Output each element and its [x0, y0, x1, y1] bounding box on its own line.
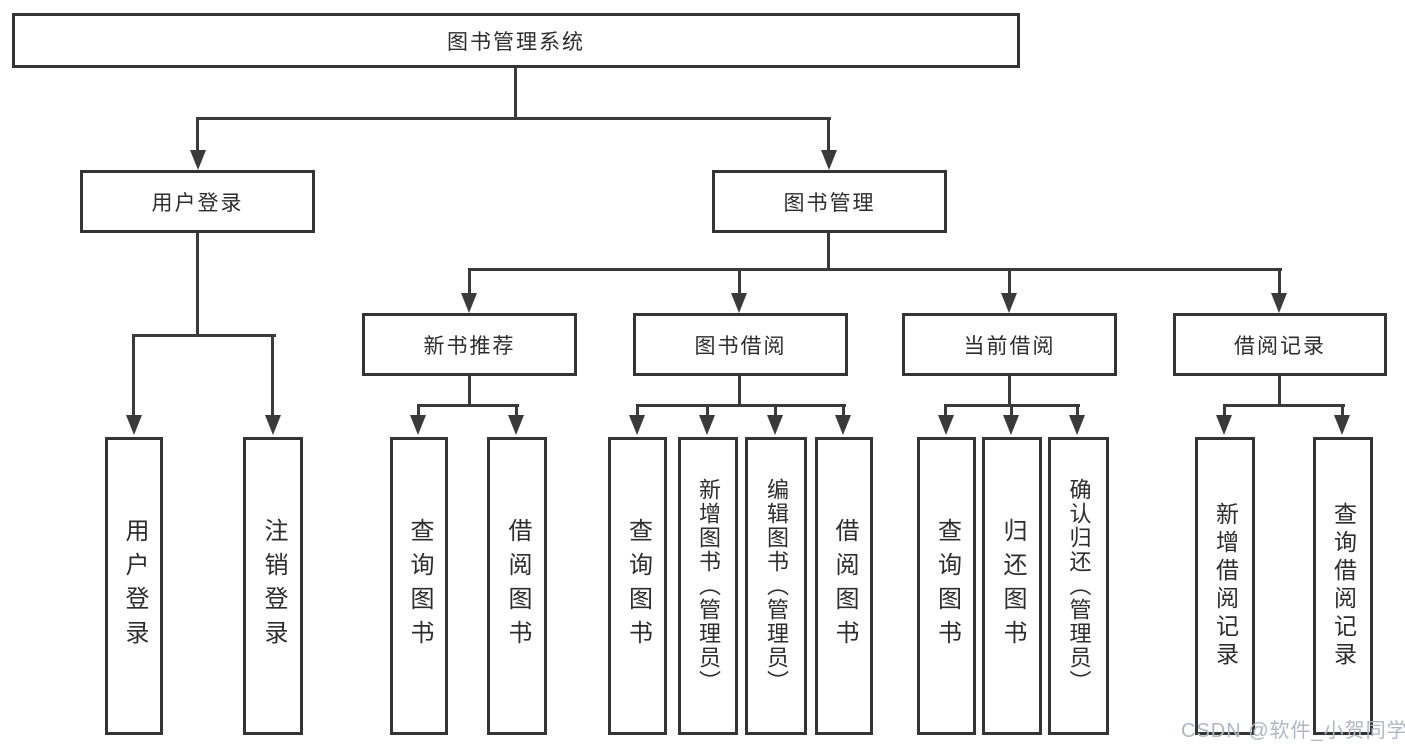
connector-line: [515, 404, 518, 416]
node-user-login-label: 用户登录: [151, 191, 244, 215]
leaf-borrow-borrow-books-label: 借阅图书: [831, 518, 858, 654]
connector-line: [1223, 404, 1226, 416]
leaf-newbook-query-books: 查询图书: [390, 437, 448, 735]
leaf-user-login-label: 用户登录: [121, 518, 148, 654]
leaf-logout-label: 注销登录: [260, 518, 287, 654]
leaf-newbook-borrow-books: 借阅图书: [487, 437, 547, 735]
connector-line: [196, 117, 199, 151]
connector-line: [417, 404, 420, 416]
node-user-login: 用户登录: [80, 170, 315, 233]
connector-line: [1223, 404, 1345, 407]
connector-line: [196, 233, 199, 336]
connector-arrow-icon: [461, 293, 477, 313]
leaf-borrow-add-books-admin-label: 新增图书（管理员）: [696, 478, 721, 694]
leaf-current-return-books-label: 归还图书: [999, 518, 1026, 654]
connector-line: [842, 404, 845, 416]
connector-line: [1076, 404, 1079, 416]
node-book-borrow: 图书借阅: [633, 313, 848, 376]
leaf-records-add-borrow-record: 新增借阅记录: [1195, 437, 1255, 735]
leaf-records-add-borrow-record-label: 新增借阅记录: [1212, 502, 1239, 670]
connector-line: [1341, 404, 1344, 416]
connector-line: [417, 404, 519, 407]
connector-arrow-icon: [699, 415, 715, 435]
connector-arrow-icon: [835, 415, 851, 435]
node-borrow-records: 借阅记录: [1173, 313, 1387, 376]
leaf-records-query-borrow-record: 查询借阅记录: [1313, 437, 1373, 735]
leaf-borrow-borrow-books: 借阅图书: [815, 437, 873, 735]
leaf-records-query-borrow-record-label: 查询借阅记录: [1330, 502, 1357, 670]
connector-line: [1008, 376, 1011, 406]
node-book-borrow-label: 图书借阅: [694, 334, 787, 358]
connector-arrow-icon: [767, 415, 783, 435]
connector-line: [1010, 404, 1013, 416]
connector-line: [738, 268, 741, 295]
connector-line: [1008, 268, 1011, 295]
node-book-management: 图书管理: [712, 170, 947, 233]
connector-arrow-icon: [629, 415, 645, 435]
connector-line: [468, 268, 1282, 271]
connector-arrow-icon: [938, 415, 954, 435]
node-new-book-recommend-label: 新书推荐: [423, 334, 516, 358]
leaf-current-confirm-return-admin: 确认归还（管理员）: [1048, 437, 1109, 735]
leaf-borrow-query-books: 查询图书: [608, 437, 667, 735]
connector-line: [196, 117, 831, 120]
connector-line: [706, 404, 709, 416]
csdn-watermark: CSDN @软件_小贺同学: [1181, 720, 1405, 742]
leaf-current-confirm-return-admin-label: 确认归还（管理员）: [1066, 478, 1092, 694]
connector-arrow-icon: [265, 415, 281, 435]
connector-line: [132, 334, 276, 337]
connector-line: [636, 404, 846, 407]
node-root: 图书管理系统: [12, 13, 1020, 68]
connector-line: [827, 117, 830, 151]
connector-arrow-icon: [1334, 415, 1350, 435]
connector-arrow-icon: [508, 415, 524, 435]
leaf-current-return-books: 归还图书: [982, 437, 1042, 735]
leaf-borrow-add-books-admin: 新增图书（管理员）: [678, 437, 738, 735]
connector-arrow-icon: [1271, 293, 1287, 313]
connector-arrow-icon: [731, 293, 747, 313]
connector-line: [468, 268, 471, 295]
node-borrow-records-label: 借阅记录: [1234, 334, 1326, 358]
leaf-newbook-borrow-books-label: 借阅图书: [504, 518, 531, 654]
node-current-borrow-label: 当前借阅: [963, 334, 1056, 358]
connector-arrow-icon: [1003, 415, 1019, 435]
connector-line: [774, 404, 777, 416]
connector-line: [636, 404, 639, 416]
connector-arrow-icon: [410, 415, 426, 435]
leaf-borrow-edit-books-admin: 编辑图书（管理员）: [745, 437, 807, 735]
connector-line: [944, 404, 947, 416]
leaf-logout: 注销登录: [243, 437, 303, 735]
connector-arrow-icon: [1216, 415, 1232, 435]
connector-line: [738, 376, 741, 406]
connector-arrow-icon: [1069, 415, 1085, 435]
connector-arrow-icon: [126, 415, 142, 435]
node-book-management-label: 图书管理: [783, 191, 876, 215]
leaf-newbook-query-books-label: 查询图书: [406, 518, 433, 654]
node-root-label: 图书管理系统: [447, 30, 585, 54]
connector-line: [514, 68, 517, 118]
leaf-current-query-books: 查询图书: [917, 437, 976, 735]
connector-line: [468, 376, 471, 406]
connector-line: [827, 233, 830, 270]
leaf-user-login: 用户登录: [105, 437, 163, 735]
connector-line: [271, 334, 274, 416]
connector-arrow-icon: [821, 150, 837, 170]
leaf-borrow-edit-books-admin-label: 编辑图书（管理员）: [764, 478, 789, 694]
connector-line: [1278, 376, 1281, 406]
connector-arrow-icon: [1001, 293, 1017, 313]
node-current-borrow: 当前借阅: [902, 313, 1117, 376]
leaf-borrow-query-books-label: 查询图书: [624, 518, 652, 654]
leaf-current-query-books-label: 查询图书: [933, 518, 961, 654]
connector-line: [132, 334, 135, 416]
node-new-book-recommend: 新书推荐: [362, 313, 577, 376]
connector-arrow-icon: [190, 150, 206, 170]
connector-line: [1278, 268, 1281, 295]
